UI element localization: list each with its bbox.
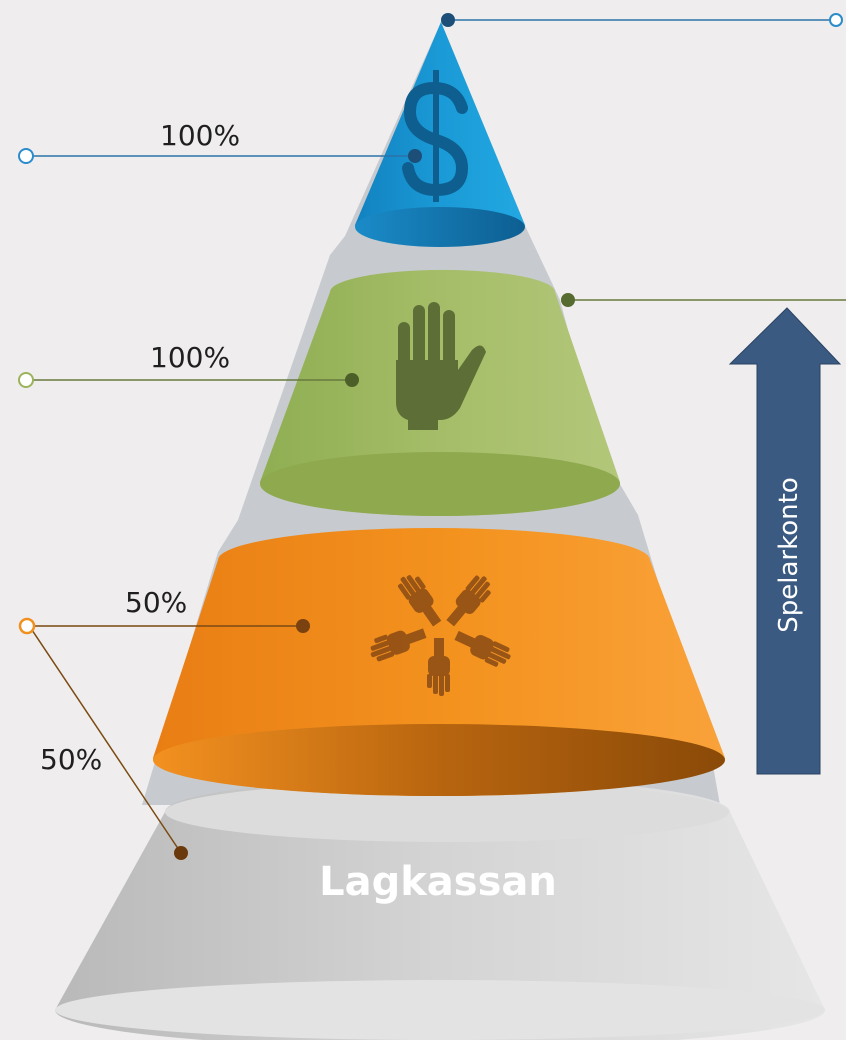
arrow-label: Spelarkonto (774, 477, 804, 632)
base-label: Lagkassan (319, 859, 557, 905)
blue-percent-label: 100% (160, 119, 240, 152)
green-percent-label: 100% (150, 341, 230, 374)
orange-percent-label: 50% (125, 586, 187, 619)
orange-bottom-rim (153, 724, 725, 796)
callout-green: 100% (18, 341, 359, 388)
spelarkonto-arrow: Spelarkonto (728, 307, 842, 775)
blue-section (355, 22, 525, 247)
base-bottom-rim (55, 980, 825, 1040)
up-arrow-shape (728, 307, 842, 775)
callout-top-right (441, 13, 843, 27)
orange-section (153, 528, 725, 796)
callout-orange: 50% 50% (18, 586, 310, 860)
base-section: Lagkassan (55, 777, 825, 1040)
base-top-rim (165, 782, 729, 842)
callout-green-right (561, 293, 846, 307)
blue-body (355, 22, 525, 245)
dollar-icon (402, 70, 469, 202)
team-hands-icon (370, 575, 511, 696)
base-body (55, 777, 825, 1040)
hand-icon (396, 302, 486, 430)
callout-blue: 100% (18, 119, 422, 164)
green-section (260, 269, 620, 516)
blue-bottom-rim (355, 207, 525, 247)
green-bottom-rim (260, 452, 620, 516)
base-percent-label: 50% (40, 743, 102, 776)
